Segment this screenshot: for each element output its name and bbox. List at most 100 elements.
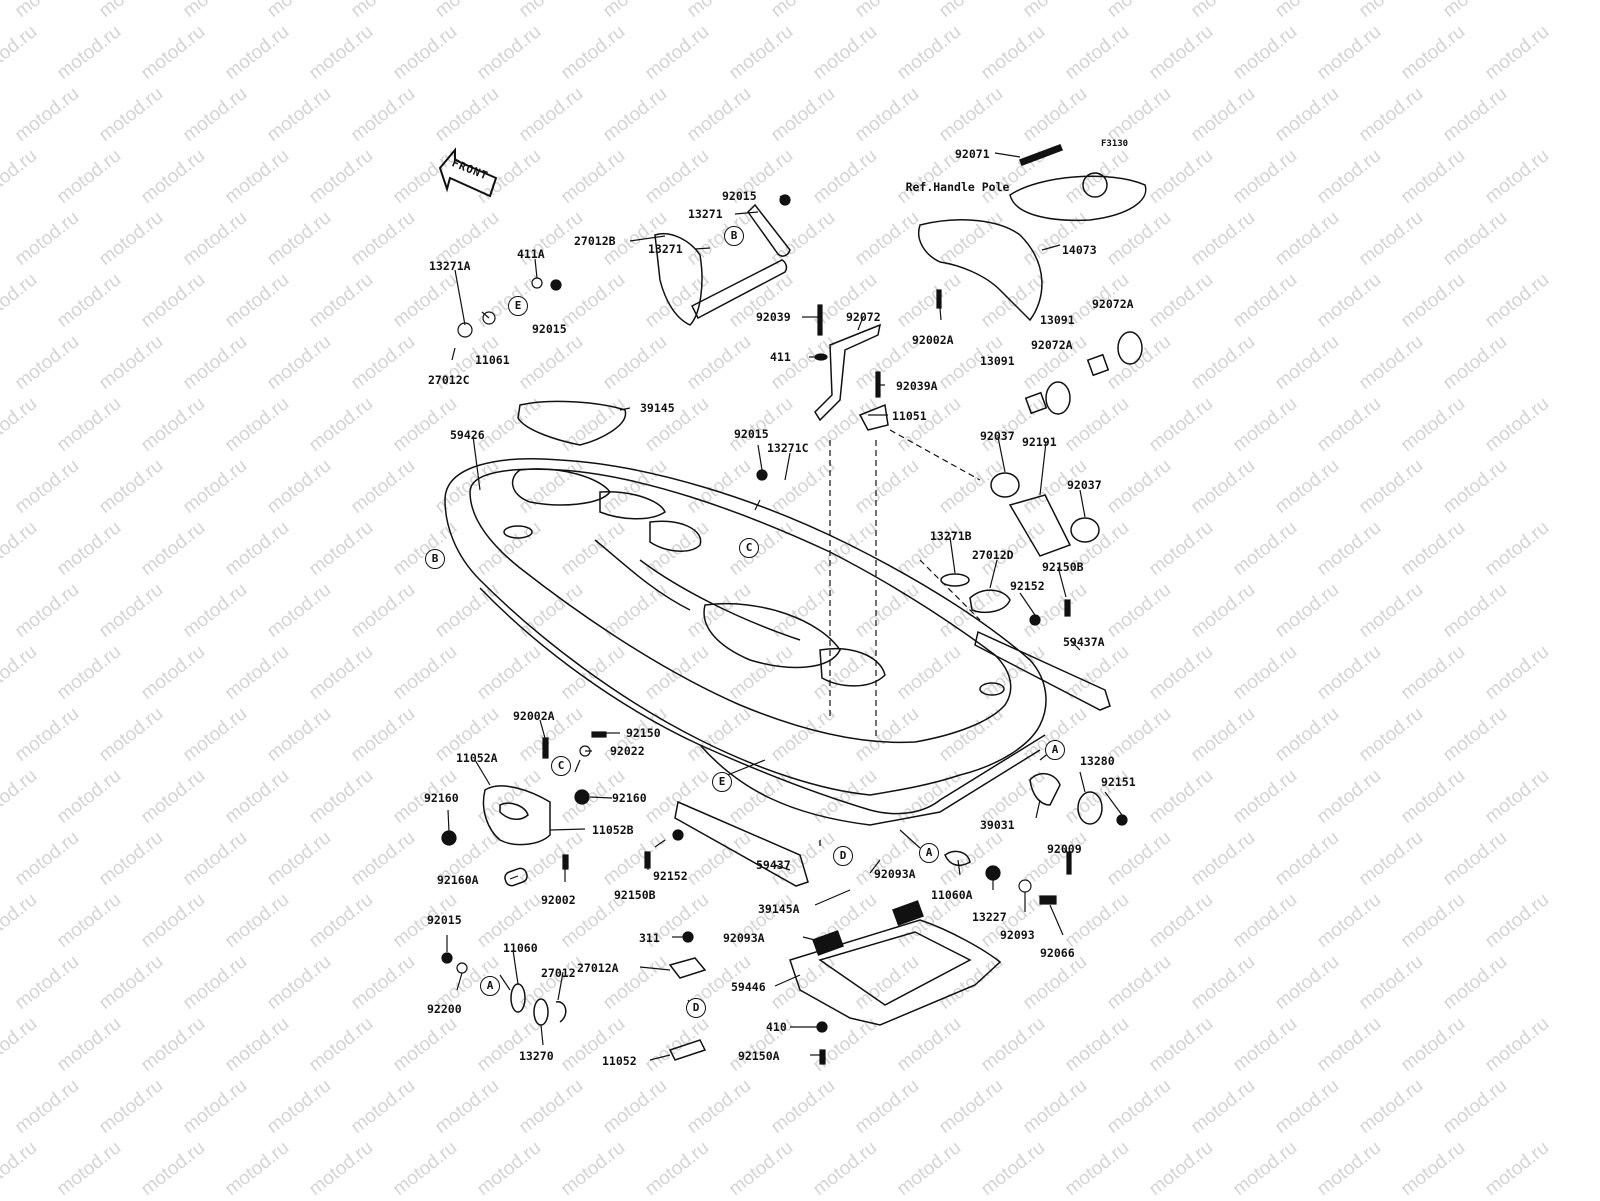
callout-letter: E [508, 296, 528, 316]
plate-11060a [945, 851, 970, 865]
block-13091-b [1026, 393, 1047, 414]
part-label: 411 [770, 351, 791, 364]
clamp-92072a-a [1118, 332, 1142, 364]
part-label: 13091 [1040, 314, 1075, 327]
figure-code: F3130 [1101, 138, 1128, 151]
hull-skirt [480, 588, 1045, 814]
part-label: 13091 [980, 355, 1015, 368]
callout-letter: D [833, 846, 853, 866]
plate-13271b [941, 574, 969, 586]
part-label: 59426 [450, 429, 485, 442]
nut-410 [817, 1022, 827, 1032]
hull-lower [700, 745, 1040, 825]
clamp-92072a-b [1046, 382, 1070, 414]
part-label: 27012A [577, 962, 619, 975]
part-label: 92150B [1042, 561, 1084, 574]
handle-grip-strip [1020, 145, 1062, 165]
part-label: 27012B [574, 235, 616, 248]
part-label: 39145A [758, 903, 800, 916]
part-label: 11052A [456, 752, 498, 765]
part-label: 92093A [874, 868, 916, 881]
bracket-11051 [860, 405, 888, 430]
part-label: 92152 [653, 870, 688, 883]
rail-59437 [675, 802, 808, 886]
nut-92152-left [673, 830, 683, 840]
part-label: 92022 [610, 745, 645, 758]
console-hole [650, 521, 701, 551]
bolt-92039 [818, 305, 822, 335]
part-label: 92002A [513, 710, 555, 723]
part-label: 92072A [1092, 298, 1134, 311]
bolt-92150a [820, 1050, 825, 1064]
clamp-92037-b [1071, 518, 1099, 542]
part-label: 92093A [723, 932, 765, 945]
hose-92191 [1010, 495, 1070, 556]
ref-handle-pole-note: Ref.Handle Pole [900, 180, 1015, 195]
nut-92015-left [551, 280, 561, 290]
part-label: 11052B [592, 824, 634, 837]
bolt-92151 [1117, 815, 1127, 825]
part-label: 92150 [626, 727, 661, 740]
callout-letter: A [1045, 740, 1065, 760]
bolt-92152-right [1030, 615, 1040, 625]
part-label: 92002A [912, 334, 954, 347]
seat-mat [518, 401, 626, 445]
part-label: 13280 [1080, 755, 1115, 768]
part-label: 11051 [892, 410, 927, 423]
bolt-92002a-top [937, 290, 941, 308]
hull-vent [504, 526, 532, 538]
part-label: 11052 [602, 1055, 637, 1068]
part-label: 27012D [972, 549, 1014, 562]
cap-39031 [1030, 774, 1060, 805]
callout-letter: D [686, 998, 706, 1018]
part-label: 92015 [427, 914, 462, 927]
part-label: 92039 [756, 311, 791, 324]
part-label: 13271 [688, 208, 723, 221]
part-label: 92009 [1047, 843, 1082, 856]
pad-92093a-b [893, 901, 923, 925]
part-label: 92071 [955, 148, 990, 161]
part-label: 11060 [503, 942, 538, 955]
part-label: 92160 [424, 792, 459, 805]
washer-411a [532, 278, 542, 288]
block-13091-a [1088, 355, 1109, 376]
part-label: 14073 [1062, 244, 1097, 257]
nut-92015-bottom [442, 953, 452, 963]
part-label: 39145 [640, 402, 675, 415]
bracket-11052a [483, 786, 550, 845]
part-label: 92150A [738, 1050, 780, 1063]
bolt-92150b-right [1065, 600, 1070, 616]
pad-92093a-a [813, 931, 843, 955]
bolt-92150 [592, 732, 606, 737]
part-label: 410 [766, 1021, 787, 1034]
part-label: 92152 [1010, 580, 1045, 593]
part-label: 13227 [972, 911, 1007, 924]
bracket-27012a [670, 958, 705, 978]
bracket-92072 [815, 325, 880, 420]
part-label: 11060A [931, 889, 973, 902]
part-label: 92160A [437, 874, 479, 887]
bracket-11052a-hole [500, 803, 528, 819]
callout-letter: E [712, 772, 732, 792]
plate-11060 [511, 984, 525, 1012]
bracket-11052 [670, 1040, 705, 1060]
callout-letter: A [919, 843, 939, 863]
spacer-92160-right [575, 790, 589, 804]
part-label: 92072 [846, 311, 881, 324]
part-label: 411A [517, 248, 545, 261]
part-label: 27012 [541, 967, 576, 980]
callout-letter: B [425, 549, 445, 569]
rear-knob [980, 683, 1004, 695]
callout-letter: C [739, 538, 759, 558]
part-label: 39031 [980, 819, 1015, 832]
seat-well-2 [600, 492, 665, 519]
footwell-right [640, 560, 800, 640]
handle-plate [1010, 176, 1146, 220]
part-label: 92066 [1040, 947, 1075, 960]
washer-92093 [1019, 880, 1031, 892]
hull-deck-inner [470, 469, 1011, 742]
skid-plate [790, 920, 1000, 1025]
part-label: 13270 [519, 1050, 554, 1063]
bolt-92002 [563, 855, 568, 869]
